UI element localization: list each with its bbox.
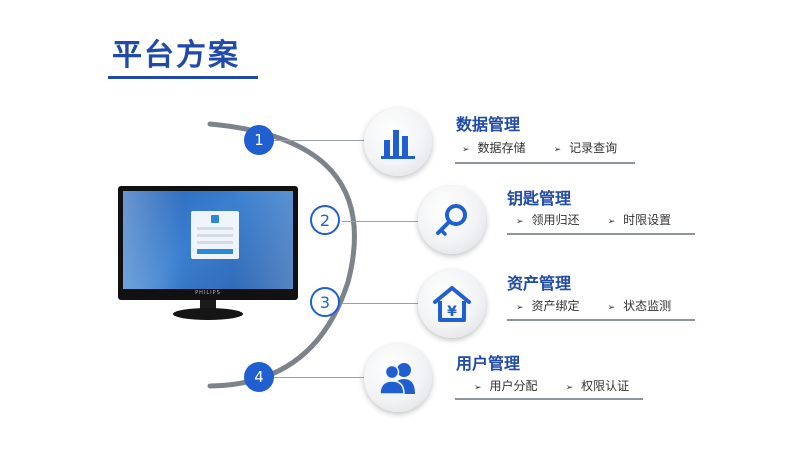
monitor-neck — [200, 300, 216, 310]
arrow-icon: ➢ — [607, 217, 616, 227]
svg-text:¥: ¥ — [447, 304, 457, 320]
section-underline-2 — [507, 233, 695, 235]
section-title-4: 用户管理 — [456, 354, 521, 373]
section-title-2: 钥匙管理 — [507, 189, 572, 208]
icon-circle-1 — [364, 108, 432, 176]
monitor-image: PHILIPS — [118, 186, 298, 326]
arrow-icon: ➢ — [607, 303, 616, 313]
section-items-2: ➢ 领用归还 ➢ 时限设置 — [516, 211, 671, 228]
section-item: 数据存储 — [477, 141, 526, 155]
section-item: 用户分配 — [489, 379, 538, 393]
connector-4 — [274, 377, 370, 378]
section-item: 资产绑定 — [531, 299, 580, 313]
login-panel — [191, 211, 239, 259]
arrow-icon: ➢ — [553, 145, 562, 155]
icon-circle-3: ¥ — [418, 270, 486, 338]
section-item: 权限认证 — [581, 379, 630, 393]
arrow-icon: ➢ — [474, 383, 482, 393]
monitor-screen — [123, 191, 293, 289]
section-underline-4 — [455, 398, 643, 400]
arrow-icon: ➢ — [565, 383, 574, 393]
section-item: 时限设置 — [623, 213, 672, 227]
connector-1 — [274, 140, 370, 141]
arrow-icon: ➢ — [516, 303, 524, 313]
icon-circle-2 — [418, 186, 486, 254]
monitor-base — [173, 308, 243, 320]
users-icon — [379, 363, 415, 395]
section-title-3: 资产管理 — [507, 274, 572, 293]
section-underline-3 — [507, 319, 695, 321]
arrow-icon: ➢ — [516, 217, 524, 227]
section-item: 状态监测 — [623, 299, 672, 313]
section-item: 记录查询 — [569, 141, 618, 155]
step-number-4: 4 — [244, 362, 274, 392]
step-number-1: 1 — [244, 125, 274, 155]
section-underline-1 — [455, 162, 635, 164]
monitor-brand: PHILIPS — [195, 290, 221, 296]
connector-2 — [342, 221, 422, 222]
section-items-1: ➢ 数据存储 ➢ 记录查询 — [462, 139, 617, 156]
key-icon — [436, 204, 467, 236]
icon-circle-4 — [364, 344, 432, 412]
page-title: 平台方案 — [112, 38, 240, 73]
section-items-4: ➢ 用户分配 ➢ 权限认证 — [474, 377, 629, 394]
section-title-1: 数据管理 — [456, 115, 521, 134]
bar-chart-icon — [381, 130, 415, 159]
step-number-3: 3 — [310, 287, 340, 317]
section-item: 领用归还 — [531, 213, 580, 227]
title-underline — [108, 76, 258, 79]
arrow-icon: ➢ — [462, 145, 470, 155]
login-logo — [211, 215, 219, 223]
asset-house-icon: ¥ — [433, 286, 471, 322]
login-button — [197, 249, 233, 254]
step-number-2: 2 — [310, 205, 340, 235]
connector-3 — [342, 303, 422, 304]
section-items-3: ➢ 资产绑定 ➢ 状态监测 — [516, 297, 671, 314]
